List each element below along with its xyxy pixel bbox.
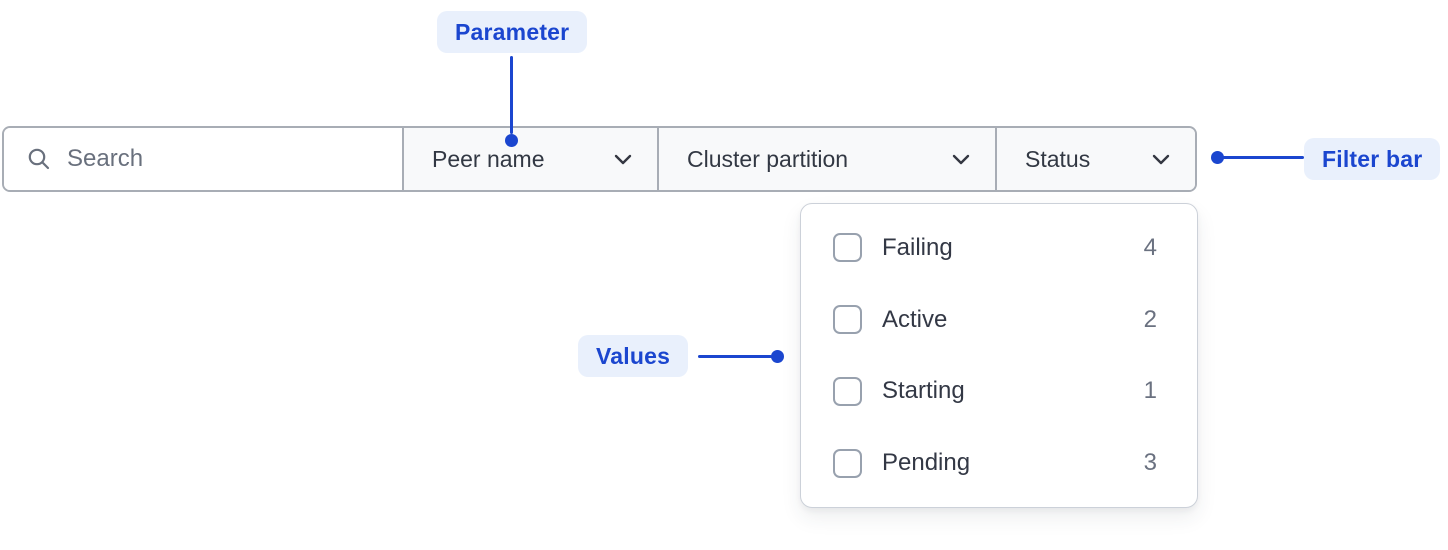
filter-option-label: Active (882, 305, 948, 333)
annotation-badge-filter-bar: Filter bar (1304, 138, 1441, 180)
status-filter-popover: Failing 4 Active 2 Starting 1 Pending 3 (800, 203, 1198, 508)
values-connector-dot (771, 350, 784, 363)
search-icon (26, 146, 52, 172)
values-connector-line (698, 355, 772, 358)
checkbox-starting[interactable] (833, 376, 862, 406)
filter-dropdown-peer-name[interactable]: Peer name (402, 128, 657, 190)
filter-option-active[interactable]: Active 2 (833, 284, 1157, 356)
filter-option-count: 4 (1143, 233, 1157, 261)
chevron-down-icon (611, 147, 635, 171)
filter-dropdown-label: Peer name (432, 145, 545, 172)
checkbox-pending[interactable] (833, 448, 862, 478)
filter-option-count: 3 (1143, 449, 1157, 477)
filter-option-starting[interactable]: Starting 1 (833, 356, 1157, 428)
filter-bar: Peer name Cluster partition Status (2, 126, 1197, 192)
filter-option-pending[interactable]: Pending 3 (833, 427, 1157, 499)
filter-option-label: Pending (882, 449, 971, 477)
filter-option-label: Starting (882, 377, 965, 405)
chevron-down-icon (949, 147, 973, 171)
filter-option-failing[interactable]: Failing 4 (833, 212, 1157, 284)
parameter-connector-dot (505, 134, 518, 147)
filter-dropdown-status[interactable]: Status (995, 128, 1195, 190)
filter-dropdown-label: Status (1025, 145, 1091, 172)
annotation-badge-parameter: Parameter (437, 11, 588, 53)
parameter-connector-line (510, 56, 513, 134)
filter-option-label: Failing (882, 233, 953, 261)
filter-dropdown-cluster-partition[interactable]: Cluster partition (657, 128, 995, 190)
checkbox-failing[interactable] (833, 233, 862, 263)
chevron-down-icon (1149, 147, 1173, 171)
search-box (4, 128, 402, 190)
filter-option-count: 1 (1143, 377, 1157, 405)
filter-bar-connector-line (1222, 156, 1304, 159)
checkbox-active[interactable] (833, 305, 862, 335)
filter-option-count: 2 (1143, 305, 1157, 333)
filter-bar-connector-dot (1211, 151, 1224, 164)
filter-dropdown-label: Cluster partition (687, 145, 849, 172)
annotation-badge-values: Values (578, 335, 689, 377)
search-input[interactable] (67, 145, 386, 173)
